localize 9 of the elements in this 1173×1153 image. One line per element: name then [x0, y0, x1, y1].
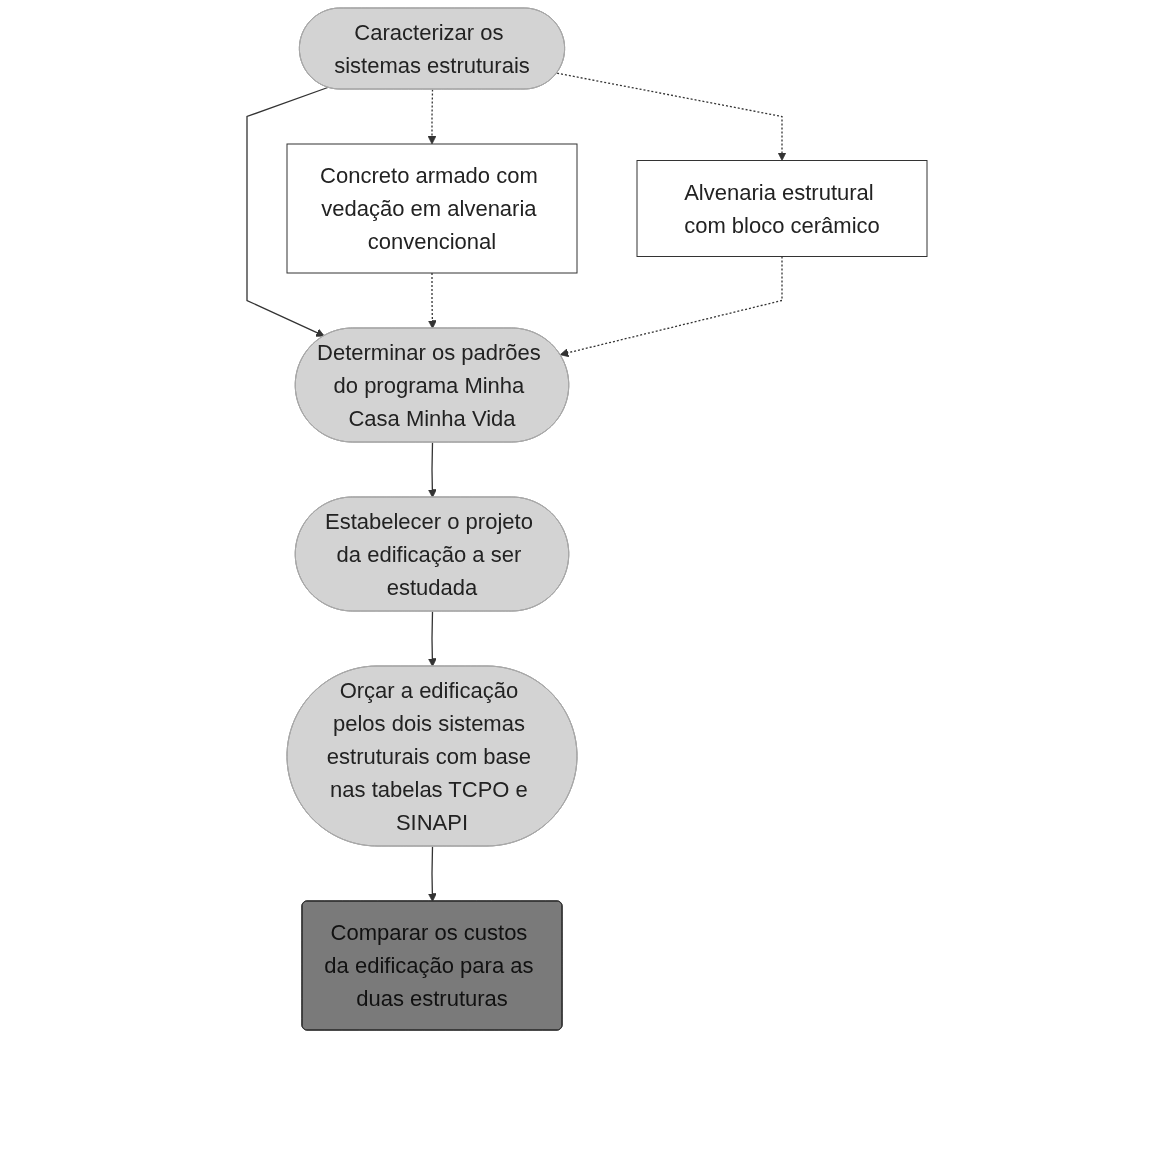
arrow: [245, 86, 328, 337]
node-box: Alvenaria estrutural com bloco cerâmico: [636, 160, 927, 257]
arrow: [427, 441, 437, 498]
arrow: [427, 88, 436, 145]
arrow: [559, 255, 783, 358]
node-box: Concreto armado com vedação em alvenaria convencional: [286, 143, 577, 274]
arrow: [427, 845, 437, 902]
arrow: [427, 610, 437, 667]
arrow: [555, 72, 786, 161]
